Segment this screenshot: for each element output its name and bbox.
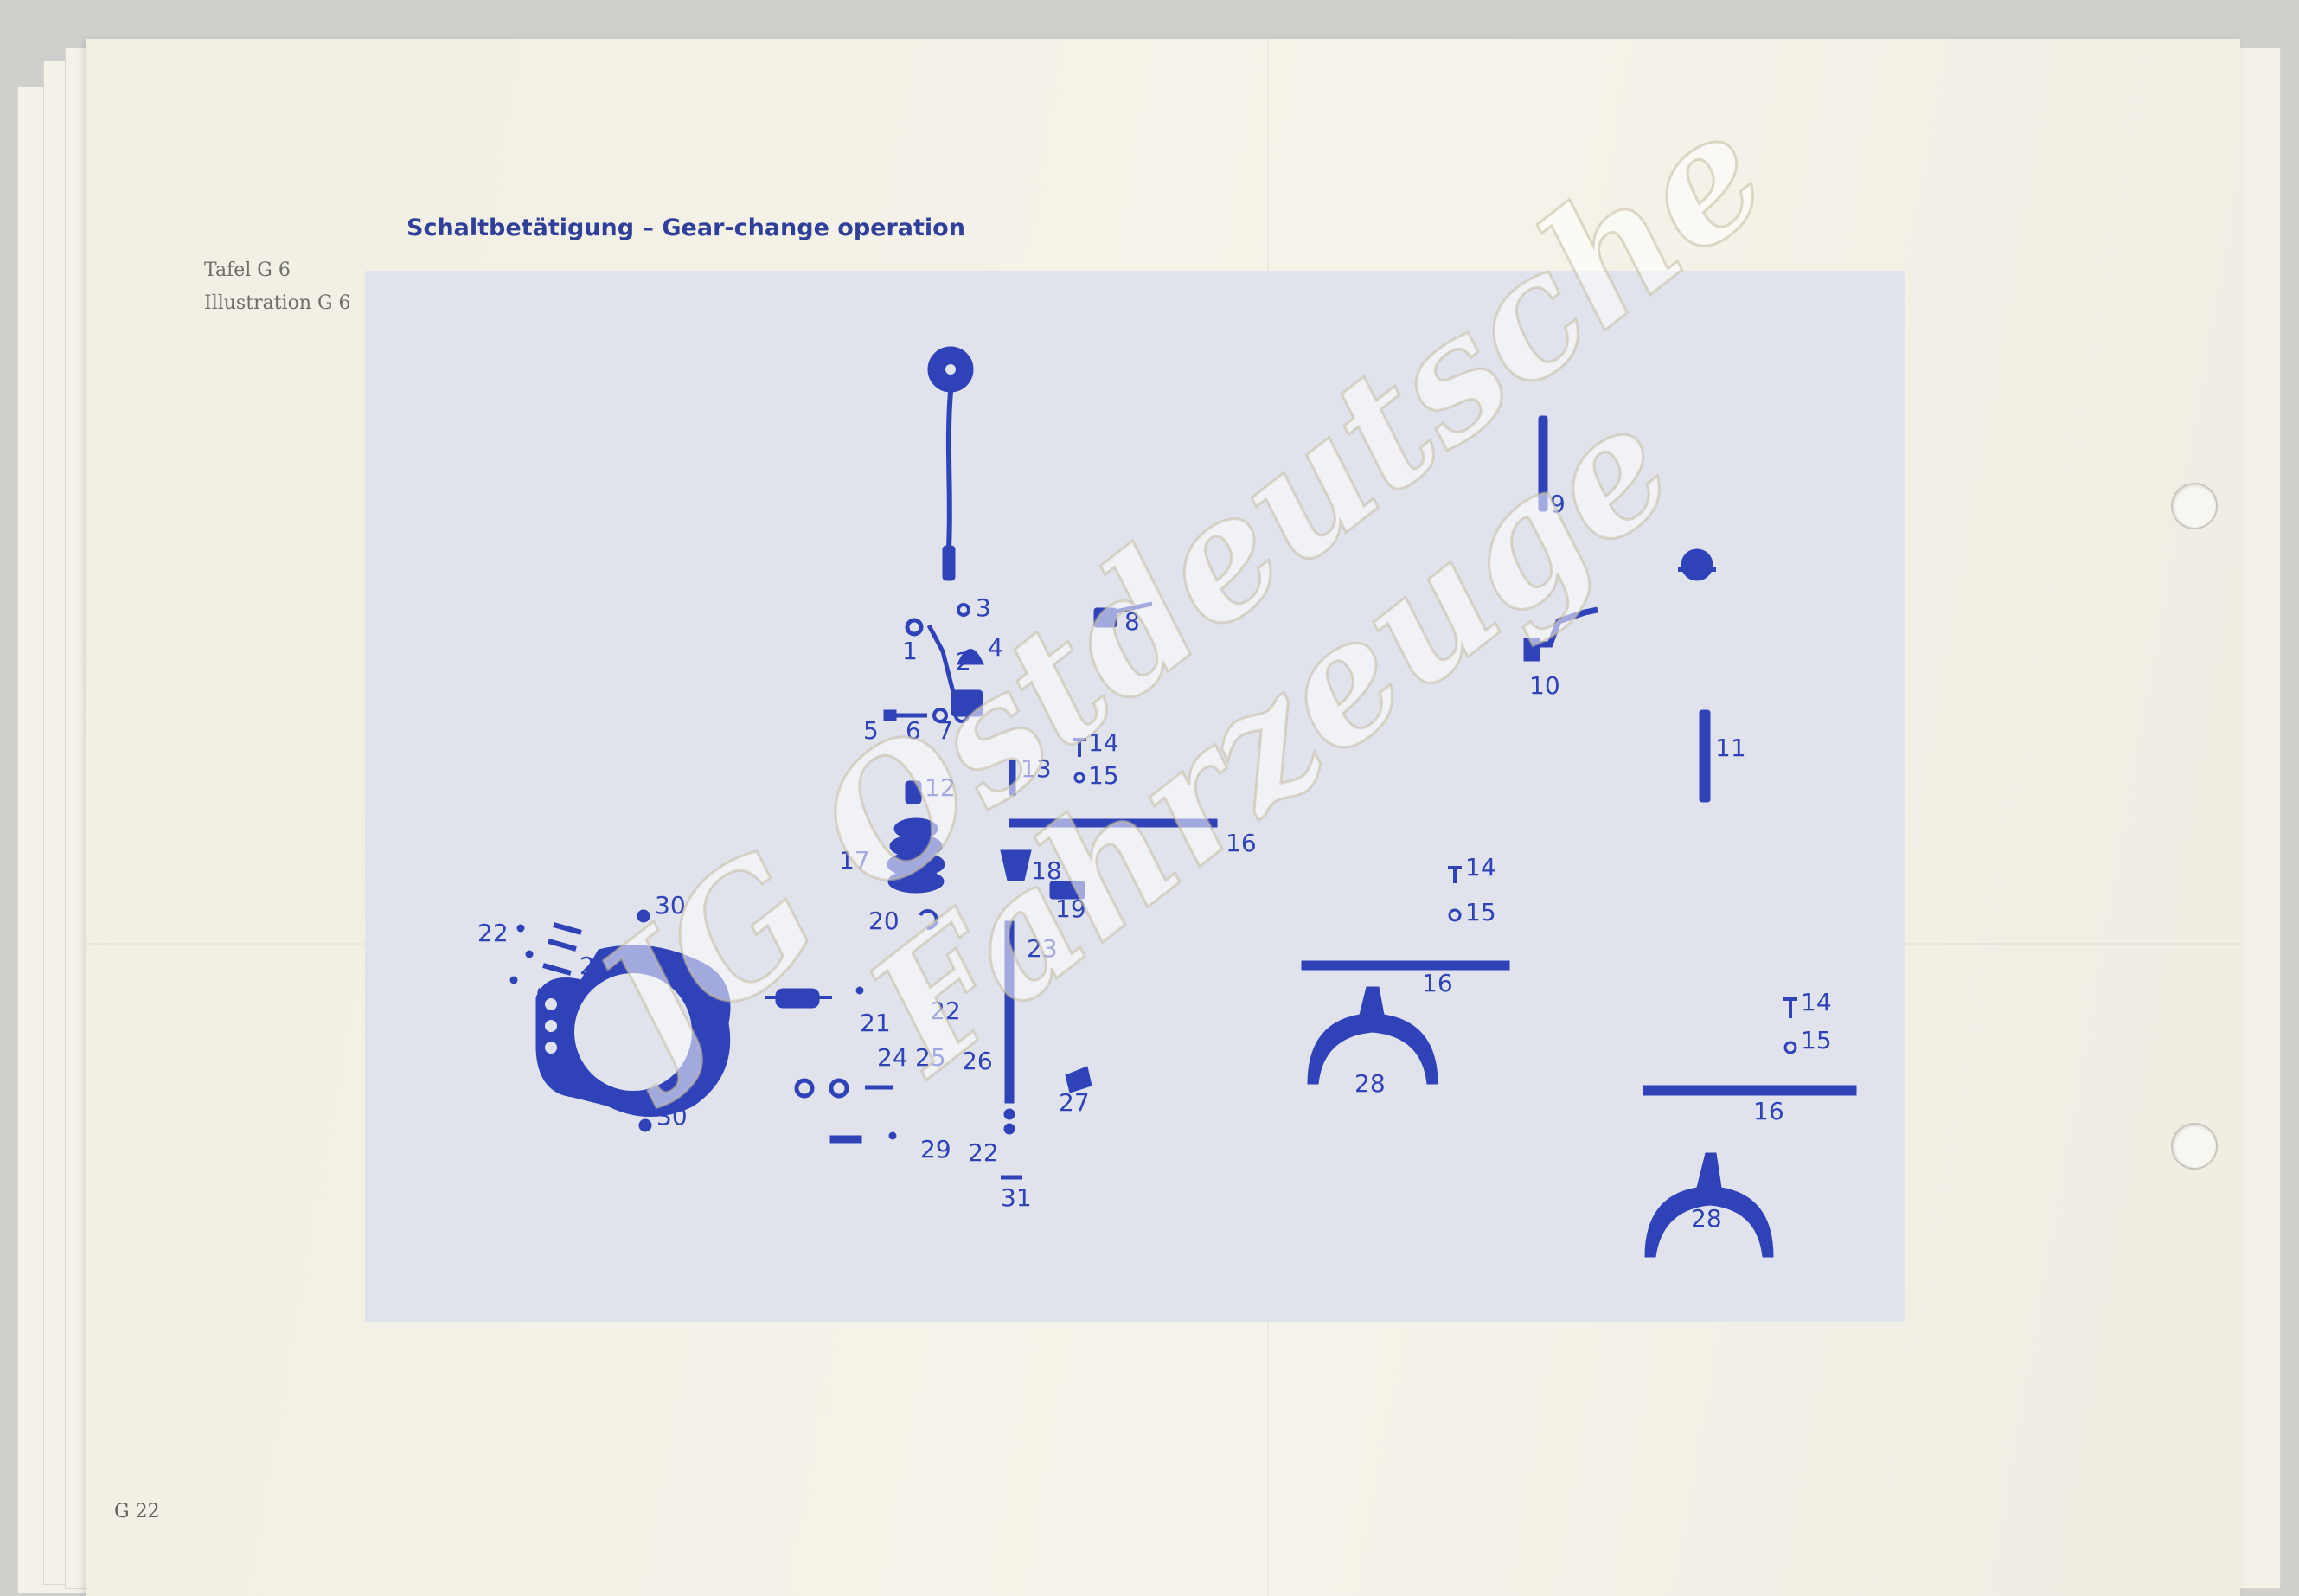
- part-label-30: 30: [655, 891, 686, 920]
- washer-part-25: [829, 1078, 849, 1099]
- joint-part-21: [775, 988, 820, 1009]
- shift-rod-part-23: [1004, 920, 1015, 1104]
- part-label-14: 14: [1801, 988, 1832, 1016]
- part-label-11: 11: [1715, 734, 1746, 762]
- rubber-boot-part-17: [887, 817, 945, 894]
- shift-rod-part-16: [1643, 1085, 1857, 1096]
- part-label-15: 15: [1465, 898, 1496, 926]
- nut-part-24: [794, 1078, 815, 1099]
- part-label-12: 12: [925, 773, 956, 802]
- binder-hole: [2171, 1123, 2218, 1170]
- bushing-part-12: [905, 780, 922, 804]
- gear-wheel-part: [1681, 548, 1713, 581]
- pin-part-13: [1009, 760, 1016, 796]
- shift-arm-base-10: [1523, 638, 1540, 662]
- washer-part: [905, 618, 924, 637]
- part-label-18: 18: [1031, 856, 1062, 885]
- part-label-14: 14: [1465, 853, 1496, 881]
- washer-part-15: [1448, 908, 1462, 922]
- gear-lever-foot: [942, 545, 956, 581]
- part-label-30: 30: [656, 1102, 688, 1131]
- nut-part-7: [954, 708, 970, 723]
- gearbox-housing-part: [535, 945, 731, 1117]
- washer-part-15: [1073, 772, 1085, 784]
- part-label-26: 26: [962, 1047, 993, 1075]
- nut-part-6: [932, 708, 948, 723]
- part-label-23: 23: [1027, 934, 1058, 963]
- nut-part-30: [638, 1118, 652, 1132]
- lever-part-8: [1093, 607, 1117, 628]
- part-label-16: 16: [1753, 1097, 1784, 1125]
- clip-part-27: [1065, 1066, 1092, 1093]
- part-label-6: 6: [906, 716, 921, 745]
- part-label-15: 15: [1088, 761, 1119, 790]
- exploded-parts-diagram: 1 2 3 4 5 6 7 8 9 10 11 12 13 14 15 16 1…: [365, 271, 1905, 1322]
- part-label-7: 7: [938, 716, 953, 745]
- parts-drawing: [509, 346, 1857, 1258]
- circlip-part-20: [919, 909, 938, 930]
- binder-hole: [2171, 483, 2218, 529]
- screw-part-14: [1783, 997, 1797, 1018]
- part-label-4: 4: [988, 633, 1003, 662]
- bolt-head-5: [883, 709, 897, 721]
- part-label-24: 24: [877, 1043, 908, 1072]
- screw-part-14: [1073, 738, 1086, 757]
- shift-fork-part-28: [1644, 1152, 1774, 1258]
- part-label-16: 16: [1422, 969, 1453, 997]
- part-label-16: 16: [1226, 829, 1257, 857]
- part-label-10: 10: [1529, 671, 1560, 700]
- part-label-3: 3: [976, 593, 991, 622]
- part-label-21: 21: [860, 1009, 891, 1037]
- cup-part-18: [1000, 849, 1032, 881]
- catalog-page: Schaltbetätigung – Gear-change operation…: [86, 39, 2240, 1596]
- screw-part-14: [1448, 866, 1462, 883]
- part-label-28: 28: [1691, 1204, 1722, 1233]
- illustration-label: Illustration G 6: [204, 292, 351, 314]
- gear-lever-shaft: [945, 391, 953, 548]
- part-label-14: 14: [1088, 728, 1119, 757]
- shift-rod-part-16: [1009, 818, 1218, 828]
- rod-part-9: [1538, 415, 1548, 512]
- part-label-22: 22: [968, 1138, 999, 1167]
- part-label-29: 29: [580, 952, 611, 980]
- part-label-19: 19: [1055, 894, 1086, 923]
- page-title: Schaltbetätigung – Gear-change operation: [407, 215, 965, 241]
- lever-arm-8: [1115, 601, 1153, 614]
- part-label-25: 25: [915, 1043, 946, 1072]
- lever-bracket-part: [926, 624, 957, 700]
- part-label-22: 22: [477, 919, 509, 947]
- ring-part: [957, 603, 970, 617]
- part-label-17: 17: [839, 846, 870, 875]
- part-label-15: 15: [1801, 1026, 1832, 1054]
- block-part-19: [1049, 881, 1085, 900]
- part-label-1: 1: [902, 637, 918, 665]
- part-label-5: 5: [863, 716, 879, 745]
- shift-fork-part-28: [1307, 986, 1438, 1085]
- rod-part-11: [1699, 709, 1711, 803]
- part-label-27: 27: [1059, 1088, 1090, 1117]
- part-label-2: 2: [956, 647, 971, 676]
- nut-part-30: [637, 909, 650, 923]
- bell-part: [957, 649, 984, 665]
- page-number: G 22: [114, 1501, 160, 1522]
- tafel-label: Tafel G 6: [204, 260, 291, 281]
- part-label-31: 31: [1001, 1183, 1032, 1212]
- part-label-20: 20: [868, 907, 900, 935]
- shift-rod-part-16: [1301, 960, 1510, 971]
- part-label-8: 8: [1124, 607, 1140, 636]
- part-label-9: 9: [1550, 490, 1566, 518]
- part-label-22: 22: [930, 997, 961, 1025]
- spring-part-29: [829, 1135, 862, 1144]
- washer-part-15: [1783, 1041, 1797, 1054]
- shift-arm-part-10: [1527, 606, 1598, 648]
- part-label-28: 28: [1354, 1069, 1386, 1098]
- part-label-29: 29: [920, 1135, 951, 1163]
- part-label-13: 13: [1021, 754, 1052, 783]
